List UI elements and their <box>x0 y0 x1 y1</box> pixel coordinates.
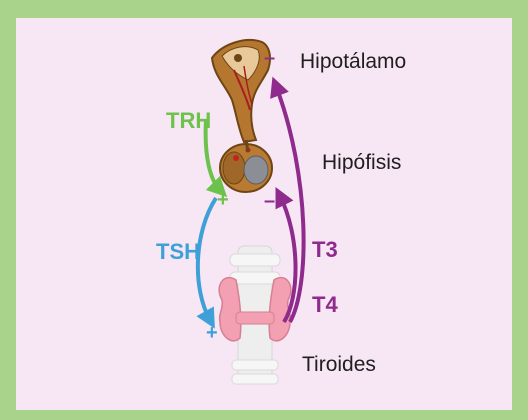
thyroid-illustration <box>219 246 291 384</box>
label-pituitary: Hipófisis <box>322 151 401 175</box>
label-thyroid: Tiroides <box>302 353 376 377</box>
sign-plus-trh: + <box>217 189 229 212</box>
label-t4: T4 <box>312 292 338 318</box>
sign-plus-tsh: + <box>206 322 218 345</box>
tsh-arrow <box>198 198 216 320</box>
label-hypothalamus: Hipotálamo <box>300 50 406 74</box>
label-t3: T3 <box>312 237 338 263</box>
sign-minus-hypothalamus: – <box>264 47 275 70</box>
sign-minus-pituitary: – <box>264 190 275 213</box>
brain-illustration <box>212 40 272 192</box>
label-trh: TRH <box>166 108 211 134</box>
label-tsh: TSH <box>156 239 200 265</box>
